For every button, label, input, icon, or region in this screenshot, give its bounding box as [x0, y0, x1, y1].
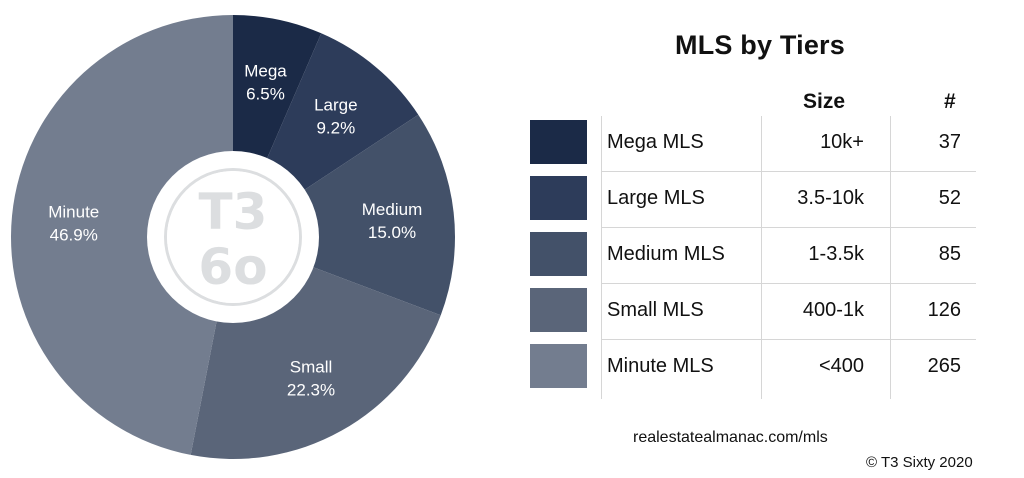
tier-size: 10k+	[820, 131, 864, 153]
tier-name: Large MLS	[607, 187, 705, 209]
tier-swatch	[530, 288, 587, 332]
tier-swatch	[530, 232, 587, 276]
copyright: © T3 Sixty 2020	[866, 454, 973, 471]
tier-count: 126	[927, 299, 961, 321]
slice-label-small: Small	[290, 358, 333, 377]
donut-chart: Mega 6.5% Large 9.2% Medium 15.0% Small 22.3% Mi…	[10, 15, 455, 459]
tier-name: Mega MLS	[607, 131, 704, 153]
tier-count: 265	[927, 355, 961, 377]
tier-row: Large MLS 3.5-10k 52	[528, 174, 988, 220]
slice-percent-mega: 6.5%	[246, 84, 285, 103]
tier-count: 52	[938, 187, 961, 209]
logo-line1: T3	[199, 183, 268, 241]
source-url: realestatealmanac.com/mls	[633, 429, 828, 446]
t3-sixty-logo: T3 6o	[167, 171, 299, 303]
tier-swatch	[530, 344, 587, 388]
row-divider	[601, 227, 976, 228]
tier-size: <400	[818, 355, 864, 377]
tier-swatch	[530, 176, 587, 220]
tier-count: 85	[938, 243, 961, 265]
header-count: #	[944, 90, 956, 113]
slice-label-minute: Minute	[48, 203, 99, 222]
tier-size: 3.5-10k	[797, 187, 864, 209]
tier-swatch	[530, 120, 587, 164]
column-divider-count	[890, 116, 891, 399]
tier-name: Minute MLS	[607, 355, 714, 377]
column-divider-name	[601, 116, 602, 399]
slice-label-mega: Mega	[244, 61, 287, 80]
tier-row: Minute MLS <400 265	[528, 342, 988, 388]
tier-count: 37	[938, 131, 961, 153]
tier-row: Medium MLS 1-3.5k 85	[528, 230, 988, 276]
row-divider	[601, 339, 976, 340]
slice-label-large: Large	[314, 95, 357, 114]
header-size: Size	[803, 90, 846, 113]
slice-percent-small: 22.3%	[287, 381, 335, 400]
tier-row: Mega MLS 10k+ 37	[528, 118, 988, 164]
column-divider-size	[761, 116, 762, 399]
table-title: MLS by Tiers	[675, 30, 845, 60]
tier-size: 1-3.5k	[808, 243, 864, 265]
row-divider	[601, 171, 976, 172]
donut-slice-medium	[233, 114, 455, 316]
slice-percent-minute: 46.9%	[50, 226, 98, 245]
tier-name: Small MLS	[607, 299, 704, 321]
slice-percent-medium: 15.0%	[368, 223, 416, 242]
donut-slice-minute	[10, 15, 233, 455]
slice-percent-large: 9.2%	[316, 118, 355, 137]
donut-slice-labels: Mega 6.5% Large 9.2% Medium 15.0% Small 22.3% Mi…	[48, 61, 422, 399]
slice-label-medium: Medium	[362, 200, 422, 219]
tier-size: 400-1k	[802, 299, 864, 321]
tier-name: Medium MLS	[607, 243, 725, 265]
logo-line2: 6o	[198, 238, 267, 296]
tier-row: Small MLS 400-1k 126	[528, 286, 988, 332]
row-divider	[601, 283, 976, 284]
